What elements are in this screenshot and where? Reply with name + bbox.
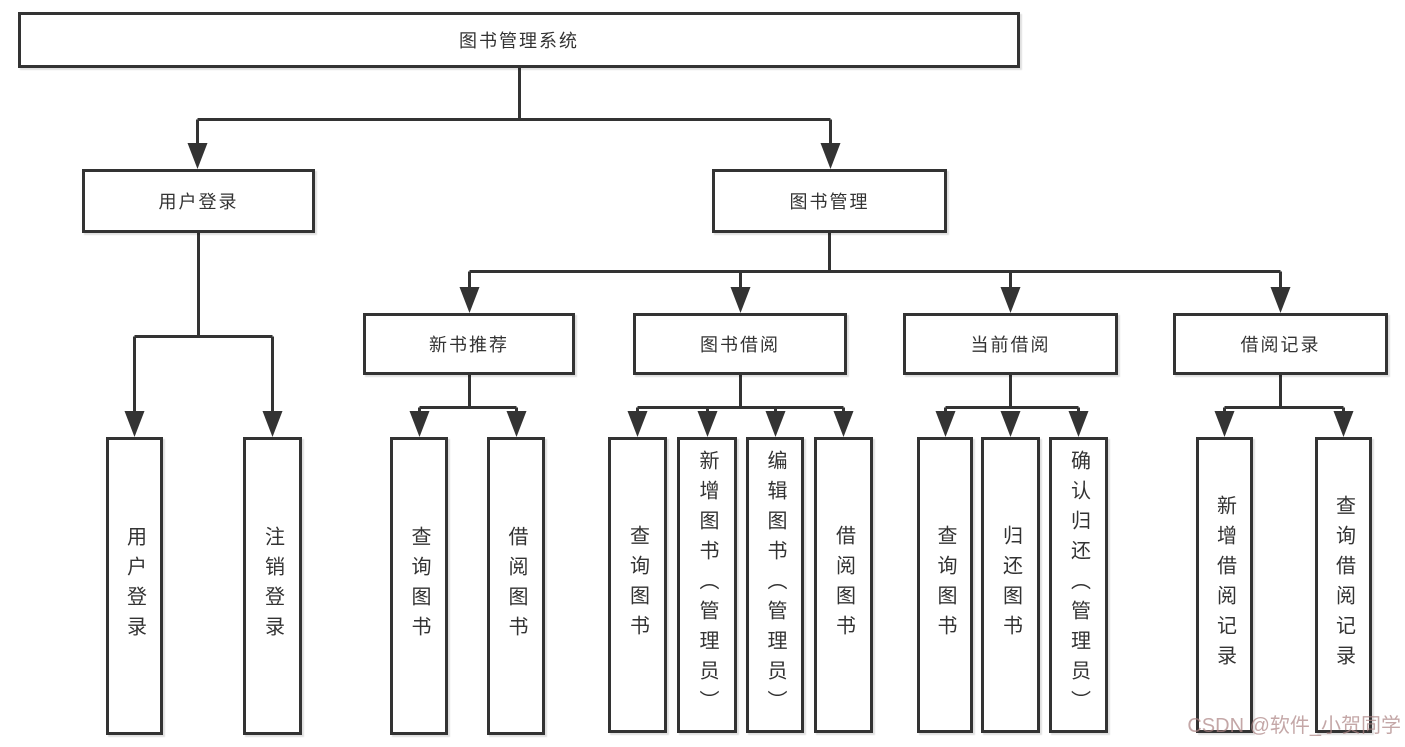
connector-borrow-records-branch (1223, 375, 1345, 412)
connector-root-branch (196, 68, 832, 144)
connector-book-borrow-branch (636, 375, 845, 412)
arrowhead (833, 411, 854, 437)
arrowhead (820, 143, 841, 169)
node-label: 新增借阅记录 (1213, 495, 1236, 675)
arrowhead (1214, 411, 1235, 437)
connector-current-borrow-branch (944, 375, 1080, 412)
arrowhead (627, 411, 648, 437)
arrowhead (459, 287, 480, 313)
node-leaf-cb-query-books: 查询图书 (917, 437, 973, 733)
node-leaf-nb-borrow-books: 借阅图书 (487, 437, 545, 735)
node-leaf-bb-query-books: 查询图书 (608, 437, 667, 733)
arrowhead (730, 287, 751, 313)
node-label: 借阅记录 (1240, 335, 1321, 355)
arrowhead (187, 143, 208, 169)
node-label: 借阅图书 (832, 525, 855, 645)
node-label: 查询借阅记录 (1332, 495, 1355, 675)
node-label: 新书推荐 (429, 335, 509, 355)
node-label: 确认归还（管理员） (1067, 450, 1090, 720)
node-leaf-bb-add-books-admin: 新增图书（管理员） (677, 437, 737, 733)
arrowhead (765, 411, 786, 437)
node-leaf-cb-return-books: 归还图书 (981, 437, 1040, 733)
node-leaf-br-add-record: 新增借阅记录 (1196, 437, 1253, 733)
node-leaf-logout: 注销登录 (243, 437, 302, 735)
node-leaf-nb-query-books: 查询图书 (390, 437, 448, 735)
node-label: 用户登录 (123, 526, 146, 646)
connector-new-book-branch (418, 375, 518, 412)
node-label: 查询图书 (626, 525, 649, 645)
node-label: 用户登录 (158, 192, 239, 212)
arrowhead (262, 411, 283, 437)
node-label: 查询图书 (408, 526, 430, 646)
connector-book-mgmt-branch (468, 233, 1282, 288)
node-label: 归还图书 (999, 525, 1022, 645)
node-label: 图书管理系统 (459, 31, 579, 51)
arrowhead (1000, 411, 1021, 437)
node-book-borrowing: 图书借阅 (633, 313, 847, 375)
node-leaf-cb-confirm-return-admin: 确认归还（管理员） (1049, 437, 1108, 733)
arrowhead (935, 411, 956, 437)
node-leaf-br-query-record: 查询借阅记录 (1315, 437, 1372, 733)
node-leaf-bb-edit-books-admin: 编辑图书（管理员） (746, 437, 804, 733)
node-label: 当前借阅 (970, 335, 1051, 355)
arrowhead (1000, 287, 1021, 313)
node-user-login: 用户登录 (82, 169, 315, 233)
node-label: 新增图书（管理员） (696, 450, 718, 720)
node-label: 注销登录 (261, 526, 284, 646)
connector-user-login-branch (133, 233, 274, 412)
node-current-borrowing: 当前借阅 (903, 313, 1118, 375)
node-root-library-system: 图书管理系统 (18, 12, 1020, 68)
node-new-book-recommend: 新书推荐 (363, 313, 575, 375)
node-borrow-records: 借阅记录 (1173, 313, 1388, 375)
node-leaf-user-login: 用户登录 (106, 437, 163, 735)
node-label: 查询图书 (934, 525, 956, 645)
arrowhead (1068, 411, 1089, 437)
arrowhead (1270, 287, 1291, 313)
node-label: 编辑图书（管理员） (764, 450, 786, 720)
node-book-management: 图书管理 (712, 169, 947, 233)
arrowhead (697, 411, 718, 437)
arrowhead (124, 411, 145, 437)
arrowhead (1333, 411, 1354, 437)
node-label: 借阅图书 (505, 526, 527, 646)
node-label: 图书管理 (789, 192, 870, 212)
csdn-watermark: CSDN @软件_小贺同学 (1187, 715, 1401, 737)
node-leaf-bb-borrow-books: 借阅图书 (814, 437, 873, 733)
arrowhead (409, 411, 430, 437)
arrowhead (506, 411, 527, 437)
node-label: 图书借阅 (700, 335, 780, 355)
